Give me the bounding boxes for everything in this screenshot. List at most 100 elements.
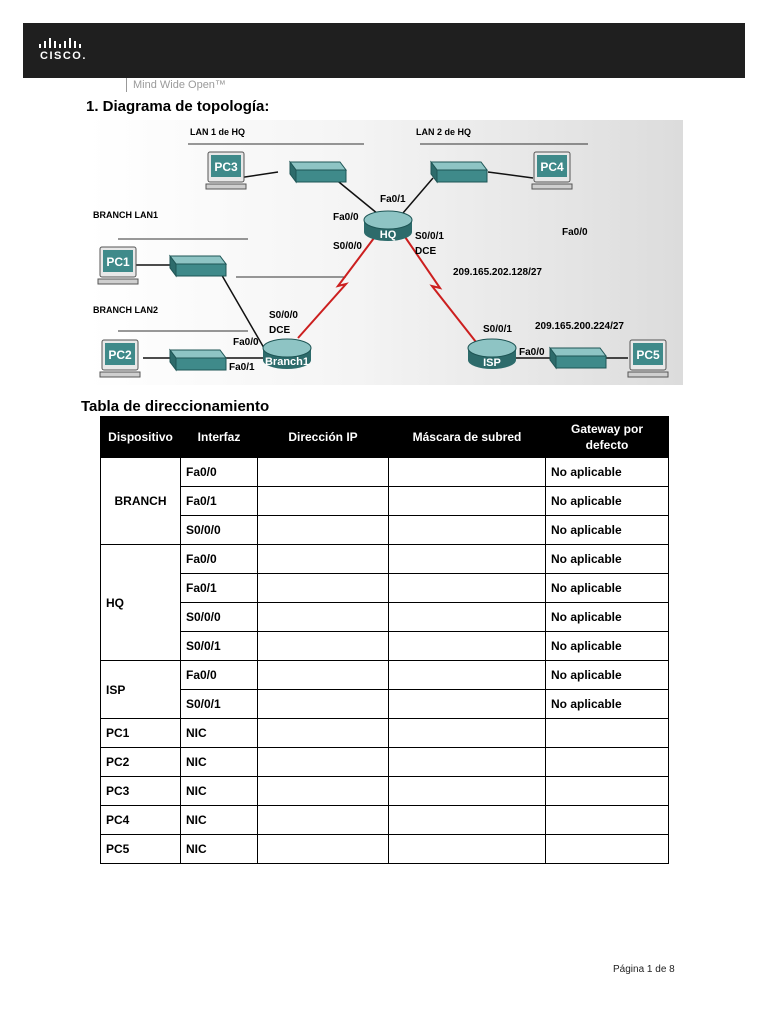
- serial-links: [297, 233, 477, 343]
- addressing-table: Dispositivo Interfaz Dirección IP Máscar…: [100, 416, 669, 864]
- table-row: S0/0/1 No aplicable: [101, 631, 669, 661]
- mask-cell: [388, 834, 546, 864]
- pc-icon: PC4: [531, 151, 573, 190]
- mask-cell: [388, 602, 546, 632]
- br-fa01-label: Fa0/1: [229, 362, 255, 373]
- device-cell: PC1: [100, 718, 181, 748]
- section-title: 1. Diagrama de topología:: [86, 98, 270, 115]
- gateway-cell: No aplicable: [545, 660, 669, 690]
- device-cell: PC3: [100, 776, 181, 806]
- ip-cell: [257, 457, 389, 487]
- table-row: PC3 NIC: [100, 776, 669, 806]
- mask-cell: [388, 805, 546, 835]
- pc-icon: PC2: [99, 339, 141, 378]
- switch-icon: [289, 160, 347, 184]
- gateway-cell: [545, 747, 669, 777]
- header-bar: CISCO.: [23, 23, 745, 78]
- interface-cell: NIC: [180, 718, 258, 748]
- pc-icon: PC3: [205, 151, 247, 190]
- table-title: Tabla de direccionamiento: [81, 398, 270, 415]
- interface-cell: Fa0/0: [180, 660, 258, 690]
- pc3-label: PC3: [214, 160, 238, 174]
- pc1-label: PC1: [106, 255, 130, 269]
- ip-cell: [257, 689, 389, 719]
- isp-s001-label: S0/0/1: [483, 324, 512, 335]
- device-cell: PC4: [100, 805, 181, 835]
- device-cell: PC2: [100, 747, 181, 777]
- ip-cell: [257, 544, 389, 574]
- mask-cell: [388, 631, 546, 661]
- interface-cell: S0/0/0: [180, 602, 258, 632]
- table-row: S0/0/0 No aplicable: [101, 602, 669, 632]
- interface-cell: NIC: [180, 776, 258, 806]
- isp-fa00-top-label: Fa0/0: [562, 227, 588, 238]
- branch-lan2-label: BRANCH LAN2: [93, 305, 158, 315]
- pc-icon: PC5: [627, 339, 669, 378]
- gateway-cell: No aplicable: [545, 544, 669, 574]
- isp-label: ISP: [483, 357, 501, 369]
- net-hq-isp-label: 209.165.202.128/27: [453, 267, 542, 278]
- ip-cell: [257, 486, 389, 516]
- pc4-label: PC4: [540, 160, 564, 174]
- br-dce-label: DCE: [269, 325, 290, 336]
- logo-text: CISCO.: [40, 50, 87, 62]
- column-header: Máscara de subred: [388, 416, 546, 458]
- lan1-label: LAN 1 de HQ: [190, 127, 245, 137]
- interface-cell: NIC: [180, 747, 258, 777]
- gateway-cell: No aplicable: [545, 457, 669, 487]
- ip-cell: [257, 747, 389, 777]
- router-icon: ISP: [467, 338, 517, 369]
- mask-cell: [388, 689, 546, 719]
- hq-fa00-label: Fa0/0: [333, 212, 359, 223]
- ip-cell: [257, 660, 389, 690]
- column-header: Gateway por defecto: [545, 416, 669, 458]
- branch-label: Branch1: [265, 356, 309, 368]
- table-row: S0/0/1 No aplicable: [101, 689, 669, 719]
- table-row: PC4 NIC: [100, 805, 669, 835]
- device-cell: BRANCH: [100, 457, 181, 545]
- br-fa00-label: Fa0/0: [233, 337, 259, 348]
- column-header: Dispositivo: [100, 416, 181, 458]
- lan2-label: LAN 2 de HQ: [416, 127, 471, 137]
- table-row: BRANCH Fa0/0 No aplicable: [100, 457, 669, 545]
- gateway-cell: [545, 834, 669, 864]
- br-s000-label: S0/0/0: [269, 310, 298, 321]
- mask-cell: [388, 747, 546, 777]
- cisco-logo: CISCO.: [37, 37, 97, 67]
- gateway-cell: No aplicable: [545, 515, 669, 545]
- device-cell: ISP: [100, 660, 181, 719]
- device-cell: PC5: [100, 834, 181, 864]
- device-cell: HQ: [100, 544, 181, 661]
- mask-cell: [388, 573, 546, 603]
- page-number: Página 1 de 8: [613, 964, 675, 975]
- hq-s001-label: S0/0/1: [415, 231, 444, 242]
- table-row: HQ Fa0/0 No aplicable: [100, 544, 669, 661]
- isp-fa00-label: Fa0/0: [519, 347, 545, 358]
- switch-icon: [549, 346, 607, 370]
- router-icon: HQ: [363, 210, 413, 241]
- interface-cell: Fa0/0: [180, 457, 258, 487]
- ip-cell: [257, 834, 389, 864]
- mask-cell: [388, 776, 546, 806]
- gateway-cell: No aplicable: [545, 486, 669, 516]
- table-header-row: Dispositivo Interfaz Dirección IP Máscar…: [100, 416, 669, 458]
- interface-cell: NIC: [180, 834, 258, 864]
- tagline: Mind Wide Open™: [126, 78, 226, 92]
- table-row: ISP Fa0/0 No aplicable: [100, 660, 669, 719]
- topology-diagram: PC3 PC4 PC1 PC2 PC5 HQ Branch1: [88, 120, 683, 385]
- mask-cell: [388, 544, 546, 574]
- ip-cell: [257, 515, 389, 545]
- interface-cell: Fa0/0: [180, 544, 258, 574]
- interface-cell: S0/0/1: [180, 631, 258, 661]
- net-isp-lan-label: 209.165.200.224/27: [535, 321, 624, 332]
- hq-label: HQ: [380, 229, 397, 241]
- mask-cell: [388, 457, 546, 487]
- ip-cell: [257, 805, 389, 835]
- table-row: PC1 NIC: [100, 718, 669, 748]
- gateway-cell: No aplicable: [545, 573, 669, 603]
- interface-cell: NIC: [180, 805, 258, 835]
- table-row: Fa0/1 No aplicable: [101, 573, 669, 603]
- switch-icon: [169, 254, 227, 278]
- ip-cell: [257, 776, 389, 806]
- gateway-cell: [545, 776, 669, 806]
